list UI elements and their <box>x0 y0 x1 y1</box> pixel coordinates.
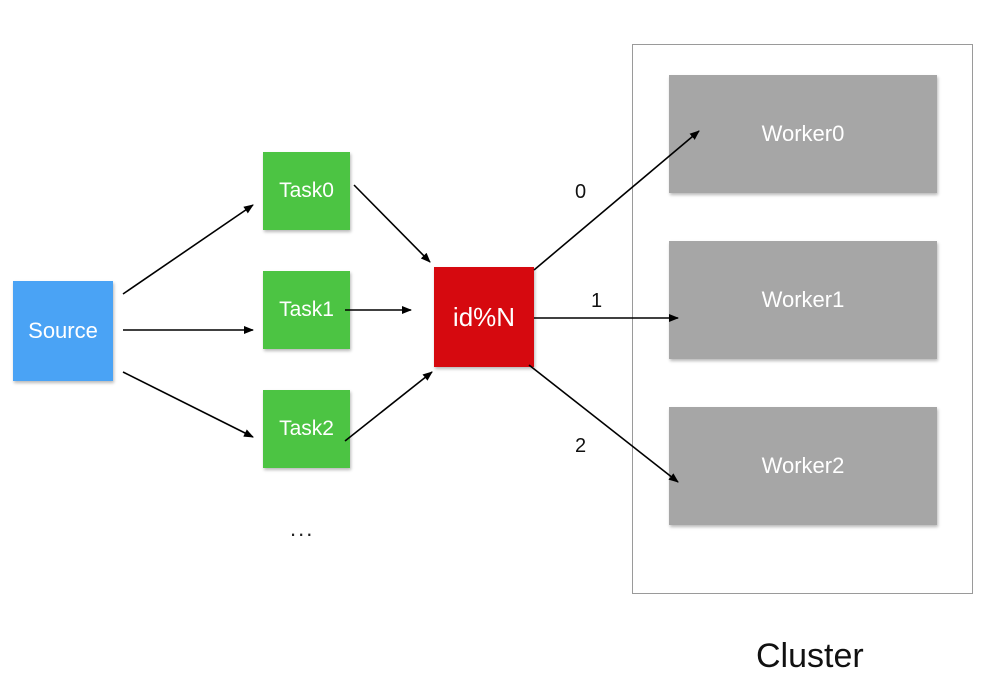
worker2-label: Worker2 <box>761 453 845 478</box>
arrow-source-task0 <box>122 204 254 295</box>
cluster-label: Cluster <box>756 637 864 675</box>
hash-node: id%N <box>434 267 534 367</box>
source-node: Source <box>13 281 113 381</box>
task0-label: Task0 <box>279 179 334 202</box>
edge-label-1: 1 <box>591 290 603 312</box>
arrow-task0-hash <box>353 184 431 263</box>
more-tasks-ellipsis: ... <box>290 516 315 541</box>
task2-label: Task2 <box>279 417 334 440</box>
task0-node: Task0 <box>263 152 350 230</box>
worker0-label: Worker0 <box>761 121 845 146</box>
edge-label-2: 2 <box>575 435 587 457</box>
arrow-source-task2 <box>122 371 254 438</box>
arrow-task2-hash <box>344 371 433 442</box>
task2-node: Task2 <box>263 390 350 468</box>
worker1-node: Worker1 <box>669 241 937 359</box>
source-label: Source <box>28 318 98 343</box>
worker1-label: Worker1 <box>761 287 845 312</box>
hash-label: id%N <box>452 301 516 332</box>
worker0-node: Worker0 <box>669 75 937 193</box>
cluster-box <box>632 44 973 594</box>
worker2-node: Worker2 <box>669 407 937 525</box>
task1-label: Task1 <box>279 298 334 321</box>
edge-label-0: 0 <box>575 181 587 203</box>
task1-node: Task1 <box>263 271 350 349</box>
